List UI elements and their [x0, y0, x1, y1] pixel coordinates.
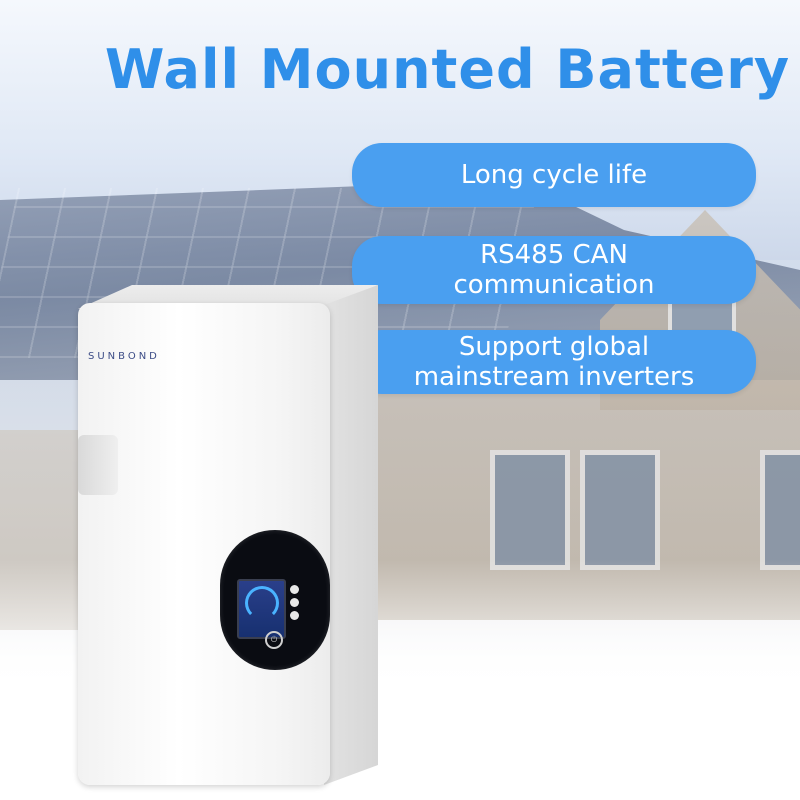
feature-text: RS485 CAN: [480, 240, 628, 270]
house-window: [760, 450, 800, 570]
feature-text: mainstream inverters: [413, 362, 695, 392]
battery-handle: [78, 435, 118, 495]
console-button: [290, 611, 299, 620]
console-button: [290, 585, 299, 594]
console-button: [290, 598, 299, 607]
feature-text: Support global: [458, 332, 650, 362]
house-window: [580, 450, 660, 570]
page-title: Wall Mounted Battery: [104, 38, 791, 101]
feature-pill-cycle-life: Long cycle life: [352, 143, 756, 207]
feature-text: communication: [453, 270, 655, 300]
power-icon: ⏻: [265, 631, 283, 649]
feature-pill-communication: RS485 CAN communication: [352, 236, 756, 304]
feature-text: Long cycle life: [460, 160, 648, 190]
house-window: [490, 450, 570, 570]
battery-side: [324, 285, 378, 785]
feature-pill-inverters: Support global mainstream inverters: [352, 330, 756, 394]
display-gauge-icon: [245, 586, 279, 620]
brand-logo: SUNBOND: [88, 351, 160, 362]
